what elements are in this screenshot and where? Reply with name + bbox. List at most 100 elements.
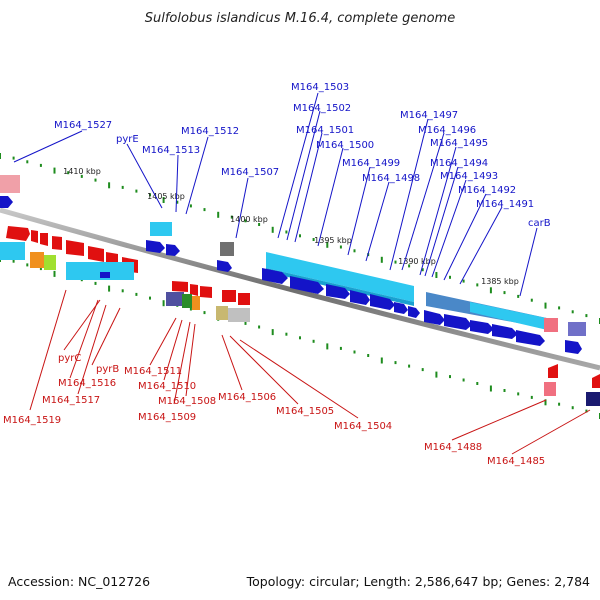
gene-label-forward: carB bbox=[528, 218, 551, 229]
ruler-tick bbox=[162, 197, 165, 203]
gene-arrow-reverse bbox=[172, 281, 188, 292]
feature-pink-block bbox=[544, 382, 556, 396]
ruler-label: 1395 kbp bbox=[314, 236, 352, 245]
gene-arrow-reverse bbox=[222, 290, 236, 302]
feature-tan-block bbox=[216, 306, 228, 320]
gene-label-reverse: M164_1511 bbox=[124, 366, 182, 377]
ruler-tick bbox=[12, 156, 15, 160]
ruler-tick bbox=[217, 211, 220, 218]
gene-label-forward: M164_1496 bbox=[418, 125, 476, 136]
ruler-tick bbox=[312, 339, 315, 343]
ruler-tick bbox=[312, 238, 315, 241]
ruler-tick bbox=[517, 392, 520, 396]
gene-label-reverse: M164_1509 bbox=[138, 412, 196, 423]
gene-arrow-forward bbox=[408, 306, 420, 318]
feature-cyan-long bbox=[266, 252, 414, 302]
ruler-tick bbox=[367, 354, 370, 357]
ruler-upper bbox=[0, 153, 600, 324]
gene-label-forward: M164_1498 bbox=[362, 173, 420, 184]
ruler-label: 1405 kbp bbox=[147, 192, 185, 201]
upper-leader-lines bbox=[13, 92, 538, 297]
feature-cyan-block bbox=[0, 242, 25, 260]
gene-arrow-forward bbox=[290, 276, 324, 294]
ruler-tick bbox=[299, 234, 301, 238]
ruler-tick bbox=[149, 296, 151, 300]
gene-label-forward: M164_1499 bbox=[342, 158, 400, 169]
feature-cyan-block bbox=[66, 262, 134, 280]
feature-dark-block bbox=[586, 392, 600, 406]
ruler-tick bbox=[489, 385, 492, 392]
gene-label-reverse: M164_1488 bbox=[424, 442, 482, 453]
ruler-tick bbox=[67, 171, 70, 175]
gene-arrow-forward bbox=[166, 244, 180, 256]
ruler-tick bbox=[271, 329, 274, 336]
feature-green-block bbox=[44, 255, 56, 270]
ruler-tick bbox=[421, 368, 424, 372]
ruler-tick bbox=[558, 306, 561, 310]
gene-arrow-forward bbox=[326, 284, 350, 299]
map-title: Sulfolobus islandicus M.16.4, complete g… bbox=[145, 11, 455, 26]
feature-small-blue bbox=[100, 272, 110, 278]
ruler-tick bbox=[162, 300, 165, 307]
gene-label-reverse: M164_1516 bbox=[58, 378, 116, 389]
ruler-tick bbox=[530, 298, 533, 302]
gene-label-forward: M164_1512 bbox=[181, 126, 239, 137]
ruler-tick bbox=[353, 249, 356, 253]
ruler-tick bbox=[408, 364, 411, 368]
ruler-tick bbox=[189, 204, 192, 208]
ruler-label: 1410 kbp bbox=[63, 167, 101, 176]
gene-arrow-reverse bbox=[66, 240, 84, 256]
gene-label-forward: M164_1494 bbox=[430, 158, 488, 169]
gene-arrow-reverse bbox=[40, 233, 48, 246]
ruler-tick bbox=[94, 178, 97, 182]
ruler-tick bbox=[271, 226, 274, 233]
ruler-tick bbox=[503, 389, 506, 392]
gene-arrow-forward bbox=[262, 268, 288, 284]
ruler-tick bbox=[203, 311, 206, 315]
ruler-tick bbox=[476, 283, 479, 287]
ruler-tick bbox=[394, 361, 397, 365]
gene-arrow-forward bbox=[516, 330, 545, 346]
ruler-tick bbox=[39, 163, 42, 167]
ruler-tick bbox=[258, 223, 261, 226]
ruler-tick bbox=[421, 268, 424, 272]
ruler-tick bbox=[449, 275, 451, 279]
ruler-tick bbox=[585, 314, 588, 318]
ruler-tick bbox=[94, 281, 97, 285]
gene-arrow-reverse bbox=[190, 284, 198, 296]
gene-label-forward: M164_1527 bbox=[54, 120, 112, 131]
ruler-tick bbox=[558, 402, 561, 406]
ruler-tick bbox=[544, 399, 547, 406]
gene-label-reverse: pyrC bbox=[58, 353, 81, 364]
gene-arrow-reverse bbox=[6, 226, 30, 241]
gene-label-reverse: M164_1519 bbox=[3, 415, 61, 426]
ruler-tick bbox=[53, 270, 56, 277]
feature-cyan-long bbox=[470, 302, 556, 332]
genome-backbone bbox=[0, 207, 600, 371]
ruler-label: 1385 kbp bbox=[481, 277, 519, 286]
gene-label-reverse: M164_1505 bbox=[276, 406, 334, 417]
ruler-tick bbox=[26, 263, 29, 267]
gene-features bbox=[0, 175, 600, 406]
ruler-tick bbox=[230, 215, 233, 219]
ruler-tick bbox=[326, 343, 329, 350]
gene-label-forward: M164_1501 bbox=[296, 125, 354, 136]
ruler-tick bbox=[12, 259, 15, 263]
gene-arrow-reverse bbox=[592, 374, 600, 388]
gene-arrow-forward bbox=[350, 290, 370, 305]
ruler-tick bbox=[39, 267, 42, 271]
gene-arrow-forward bbox=[146, 240, 165, 253]
ruler-tick bbox=[394, 260, 397, 264]
ruler-tick bbox=[476, 382, 479, 385]
ruler-tick bbox=[530, 395, 533, 399]
ruler-tick bbox=[108, 285, 111, 292]
ruler-tick bbox=[571, 406, 574, 410]
feature-violet-block bbox=[568, 322, 586, 336]
ruler-tick bbox=[244, 321, 247, 325]
ruler-tick bbox=[408, 264, 411, 268]
lower-leader-lines bbox=[29, 289, 591, 455]
ruler-tick bbox=[135, 189, 138, 193]
ruler-tick bbox=[435, 371, 438, 378]
